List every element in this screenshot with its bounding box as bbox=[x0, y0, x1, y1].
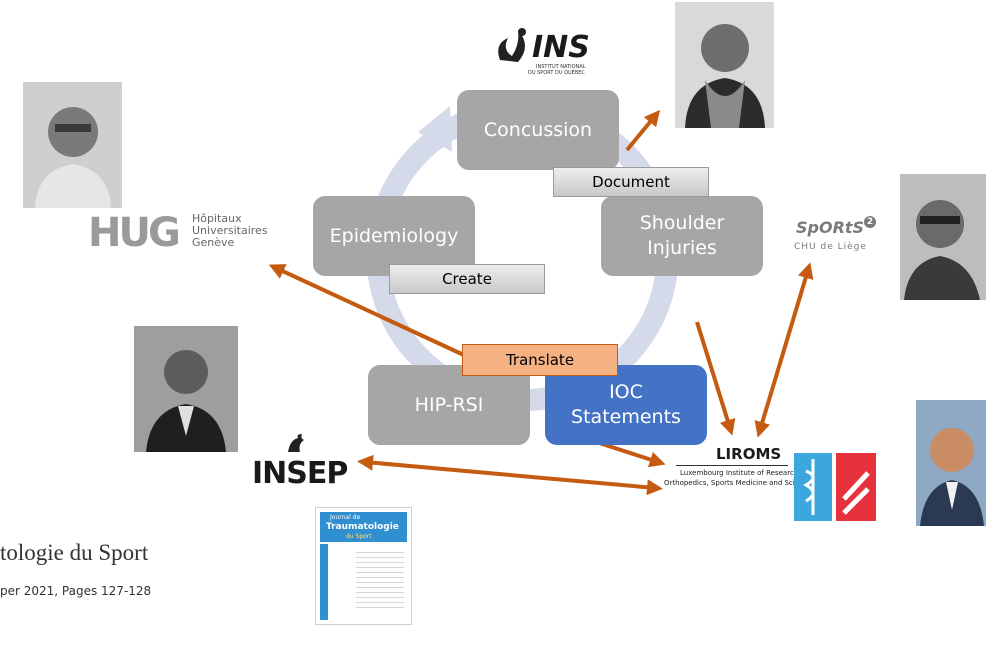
insep-name: INSEP bbox=[252, 456, 348, 491]
liroms-stripes-icon bbox=[842, 471, 870, 515]
arrow-sports-liroms bbox=[754, 262, 814, 438]
arrow-shoulder-liroms bbox=[695, 321, 736, 436]
hip-rsi-node: HIP-RSI bbox=[368, 365, 530, 445]
journal-cover-contents bbox=[356, 548, 404, 612]
sports-logo: SpORtS 2 CHU de Liège bbox=[790, 216, 890, 260]
hip-rsi-label: HIP-RSI bbox=[414, 393, 484, 416]
portrait-photo-middle-left bbox=[134, 326, 238, 452]
liroms-line-2: Orthopedics, Sports Medicine and Science bbox=[664, 479, 812, 487]
ins-subtitle-2: DU SPORT DU QUÉBEC bbox=[528, 70, 585, 76]
journal-cover-line-2: Traumatologie bbox=[326, 522, 399, 532]
ins-subtitle-1: INSTITUT NATIONAL bbox=[536, 64, 586, 70]
liroms-line-1: Luxembourg Institute of Research in bbox=[680, 469, 807, 477]
hug-line-1: Hôpitaux bbox=[192, 212, 242, 225]
epidemiology-label: Epidemiology bbox=[329, 224, 459, 247]
shoulder-label-line1: Shoulder bbox=[639, 212, 725, 235]
journal-cover-line-1: Journal de bbox=[330, 514, 361, 521]
ioc-label-line1: IOC bbox=[609, 381, 643, 404]
ioc-label-line2: Statements bbox=[571, 406, 681, 428]
ins-name: INS bbox=[532, 30, 590, 65]
shoulder-label-line2: Injuries bbox=[647, 237, 717, 259]
ins-logo: INS INSTITUT NATIONAL DU SPORT DU QUÉBEC bbox=[492, 20, 602, 78]
sports-name: SpORtS bbox=[796, 218, 865, 237]
concussion-node: Concussion bbox=[457, 90, 619, 170]
journal-pages-fragment: per 2021, Pages 127-128 bbox=[0, 584, 152, 598]
liroms-name: LIROMS bbox=[716, 445, 782, 463]
epidemiology-node: Epidemiology bbox=[313, 196, 475, 276]
create-label: Create bbox=[389, 264, 545, 294]
journal-cover: Journal de Traumatologie du Sport bbox=[315, 507, 412, 625]
hug-logo: HUG Hôpitaux Universitaires Genève bbox=[88, 210, 278, 256]
portrait-photo-right bbox=[900, 174, 986, 300]
cycle-arrowhead bbox=[418, 106, 452, 152]
liroms-rule bbox=[676, 465, 788, 466]
liroms-serpent-icon bbox=[802, 459, 815, 515]
translate-label: Translate bbox=[462, 344, 618, 376]
sports-subtitle: CHU de Liège bbox=[794, 242, 867, 252]
hug-mark: HUG bbox=[88, 210, 181, 256]
hug-line-2: Universitaires bbox=[192, 224, 268, 237]
hug-line-3: Genève bbox=[192, 236, 235, 249]
journal-cover-band bbox=[320, 512, 407, 542]
insep-logo: INSEP bbox=[250, 432, 348, 496]
shoulder-injuries-node: Shoulder Injuries bbox=[601, 196, 763, 276]
document-text: Document bbox=[592, 173, 670, 191]
portrait-photo-left bbox=[23, 82, 122, 208]
translate-text: Translate bbox=[505, 351, 575, 369]
journal-title-fragment: tologie du Sport bbox=[0, 540, 149, 565]
create-text: Create bbox=[442, 270, 492, 288]
insep-rooster-icon bbox=[288, 434, 304, 452]
arrow-insep-liroms bbox=[357, 454, 663, 496]
journal-cover-side bbox=[320, 544, 328, 620]
liroms-logo: LIROMS Luxembourg Institute of Research … bbox=[662, 445, 882, 525]
concussion-label: Concussion bbox=[483, 118, 593, 141]
arrow-concussion-ins bbox=[625, 109, 661, 152]
journal-cover-line-3: du Sport bbox=[346, 533, 372, 540]
ins-emblem-icon bbox=[498, 28, 526, 62]
document-label: Document bbox=[553, 167, 709, 197]
portrait-photo-top bbox=[675, 2, 774, 128]
arrow-epidemiology-hug bbox=[268, 264, 467, 358]
ioc-statements-node: IOC Statements bbox=[545, 365, 707, 445]
portrait-photo-bottom-right bbox=[916, 400, 986, 526]
sports-superscript: 2 bbox=[864, 216, 876, 228]
